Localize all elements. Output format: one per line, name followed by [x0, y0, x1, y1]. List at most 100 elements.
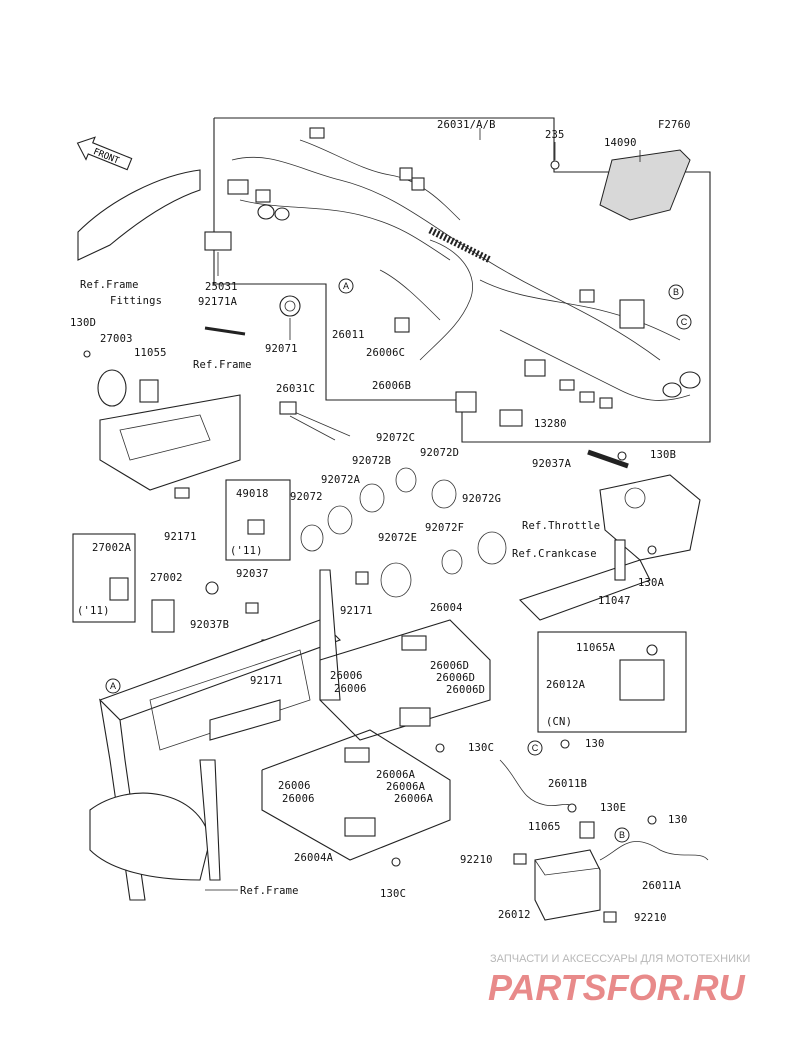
- part-27002a-box: 27002A ('11): [72, 533, 136, 623]
- part-26031c: 26031C: [276, 383, 351, 441]
- svg-text:92171: 92171: [340, 605, 373, 617]
- label-26031c: 26031C: [276, 383, 315, 395]
- left-frame-section: 130D 27003 11055 Ref.Frame 92171: [70, 317, 252, 543]
- svg-text:92072A: 92072A: [321, 474, 361, 486]
- svg-text:26006: 26006: [330, 670, 363, 682]
- svg-text:('11): ('11): [230, 545, 263, 557]
- svg-text:130: 130: [668, 814, 688, 826]
- svg-text:A: A: [110, 681, 116, 691]
- wire-harness: [227, 127, 701, 427]
- svg-text:26006A: 26006A: [394, 793, 434, 805]
- label-14090: 14090: [604, 137, 637, 149]
- svg-text:92037A: 92037A: [532, 458, 572, 470]
- svg-text:(CN): (CN): [546, 716, 572, 728]
- ref-frame-fittings-label-2: Fittings: [110, 295, 162, 307]
- svg-text:130C: 130C: [468, 742, 494, 754]
- svg-text:26006A: 26006A: [376, 769, 416, 781]
- svg-text:92072: 92072: [290, 491, 323, 503]
- connector-marker-c-1: B: [668, 284, 684, 300]
- svg-text:26006A: 26006A: [386, 781, 426, 793]
- svg-text:130A: 130A: [638, 577, 665, 589]
- svg-text:B: B: [673, 287, 679, 297]
- svg-text:130E: 130E: [600, 802, 626, 814]
- connector-marker-c-2: C: [527, 740, 543, 756]
- svg-text:C: C: [532, 743, 539, 753]
- svg-text:Ref.Frame: Ref.Frame: [240, 885, 299, 897]
- label-11055: 11055: [134, 347, 167, 359]
- svg-text:26006: 26006: [282, 793, 315, 805]
- svg-text:26006D: 26006D: [446, 684, 485, 696]
- label-92071: 92071: [265, 343, 298, 355]
- battery-26012: 11065 130 92210 26011A 26012 92210: [460, 814, 709, 924]
- fuse-box-26004a: 26006 26006A 26006A 26006 26006A 26004A …: [261, 729, 451, 900]
- label-27003: 27003: [100, 333, 133, 345]
- ref-frame-fittings-label: Ref.Frame: [80, 279, 139, 291]
- harness-labels: 26011 26006C 26006B 13280: [332, 329, 567, 430]
- svg-text:130C: 130C: [380, 888, 406, 900]
- svg-text:26006: 26006: [334, 683, 367, 695]
- label-92171a: 92171A: [198, 296, 238, 308]
- svg-text:49018: 49018: [236, 488, 269, 500]
- label-25031: 25031: [205, 281, 238, 293]
- connector-marker-a-2: A: [105, 678, 121, 694]
- connector-marker-a-1: A: [338, 278, 354, 294]
- watermark: ЗАПЧАСТИ И АКСЕССУАРЫ ДЛЯ МОТОТЕХНИКИ PA…: [488, 953, 750, 1008]
- front-fender: Ref.Frame Fittings 25031 92171A: [77, 169, 246, 336]
- battery-cn-box: 11065A 26012A (CN): [537, 631, 687, 733]
- svg-text:130: 130: [585, 738, 605, 750]
- svg-text:26004A: 26004A: [294, 852, 334, 864]
- connector-marker-b-2: B: [614, 827, 630, 843]
- svg-text:92171: 92171: [250, 675, 283, 687]
- label-130d: 130D: [70, 317, 96, 329]
- svg-text:Ref.Crankcase: Ref.Crankcase: [512, 548, 597, 560]
- svg-text:26006D: 26006D: [436, 672, 475, 684]
- svg-text:26012: 26012: [498, 909, 531, 921]
- watermark-caption: ЗАПЧАСТИ И АКСЕССУАРЫ ДЛЯ МОТОТЕХНИКИ: [490, 953, 750, 965]
- cover-14090: 14090: [599, 137, 691, 221]
- svg-text:11065A: 11065A: [576, 642, 616, 654]
- clamp-bands: 92072C 92072B 92072D 92072A 92072 92072G…: [290, 432, 507, 598]
- fuse-box-26004: 26004 26006 26006D 26006 26006D 26006D 1…: [319, 602, 494, 754]
- svg-text:26012A: 26012A: [546, 679, 586, 691]
- svg-text:11065: 11065: [528, 821, 561, 833]
- part-25031: [204, 231, 232, 251]
- screw-235: [550, 160, 560, 170]
- svg-text:92072G: 92072G: [462, 493, 501, 505]
- front-arrow: FRONT: [76, 136, 133, 171]
- watermark-brand: PARTSFOR.RU: [488, 967, 746, 1008]
- svg-text:26004: 26004: [430, 602, 463, 614]
- svg-text:26011B: 26011B: [548, 778, 587, 790]
- svg-text:27002: 27002: [150, 572, 183, 584]
- part-92071: 92071: [265, 295, 301, 355]
- part-49018-box: 49018 ('11): [225, 479, 291, 561]
- svg-text:26006C: 26006C: [366, 347, 405, 359]
- svg-text:26006: 26006: [278, 780, 311, 792]
- svg-text:11047: 11047: [598, 595, 631, 607]
- svg-text:13280: 13280: [534, 418, 567, 430]
- horn-27003: [97, 369, 127, 407]
- svg-text:92210: 92210: [460, 854, 493, 866]
- figure-code: F2760: [658, 119, 691, 131]
- svg-text:Ref.Throttle: Ref.Throttle: [522, 520, 600, 532]
- svg-text:C: C: [681, 317, 688, 327]
- svg-text:27002A: 27002A: [92, 542, 132, 554]
- main-frame: Ref.Frame: [89, 569, 341, 901]
- svg-text:92072D: 92072D: [420, 447, 459, 459]
- svg-text:26011: 26011: [332, 329, 365, 341]
- svg-text:A: A: [343, 281, 349, 291]
- svg-text:92210: 92210: [634, 912, 667, 924]
- svg-text:92037B: 92037B: [190, 619, 229, 631]
- harness-label: 26031/A/B: [437, 119, 496, 131]
- cable-26011b: 130 26011B 130E: [499, 738, 626, 814]
- throttle-area: 92037A 130B Ref.Throttle Ref.Crankcase 1…: [512, 449, 701, 621]
- part-92171a: [204, 326, 246, 336]
- svg-text:26011A: 26011A: [642, 880, 682, 892]
- svg-text:92072F: 92072F: [425, 522, 464, 534]
- svg-text:92037: 92037: [236, 568, 269, 580]
- ref-frame-label-1: Ref.Frame: [193, 359, 252, 371]
- svg-text:92072B: 92072B: [352, 455, 391, 467]
- svg-text:26006B: 26006B: [372, 380, 411, 392]
- harness-box: 26031/A/B 235: [213, 117, 711, 443]
- svg-text:130B: 130B: [650, 449, 676, 461]
